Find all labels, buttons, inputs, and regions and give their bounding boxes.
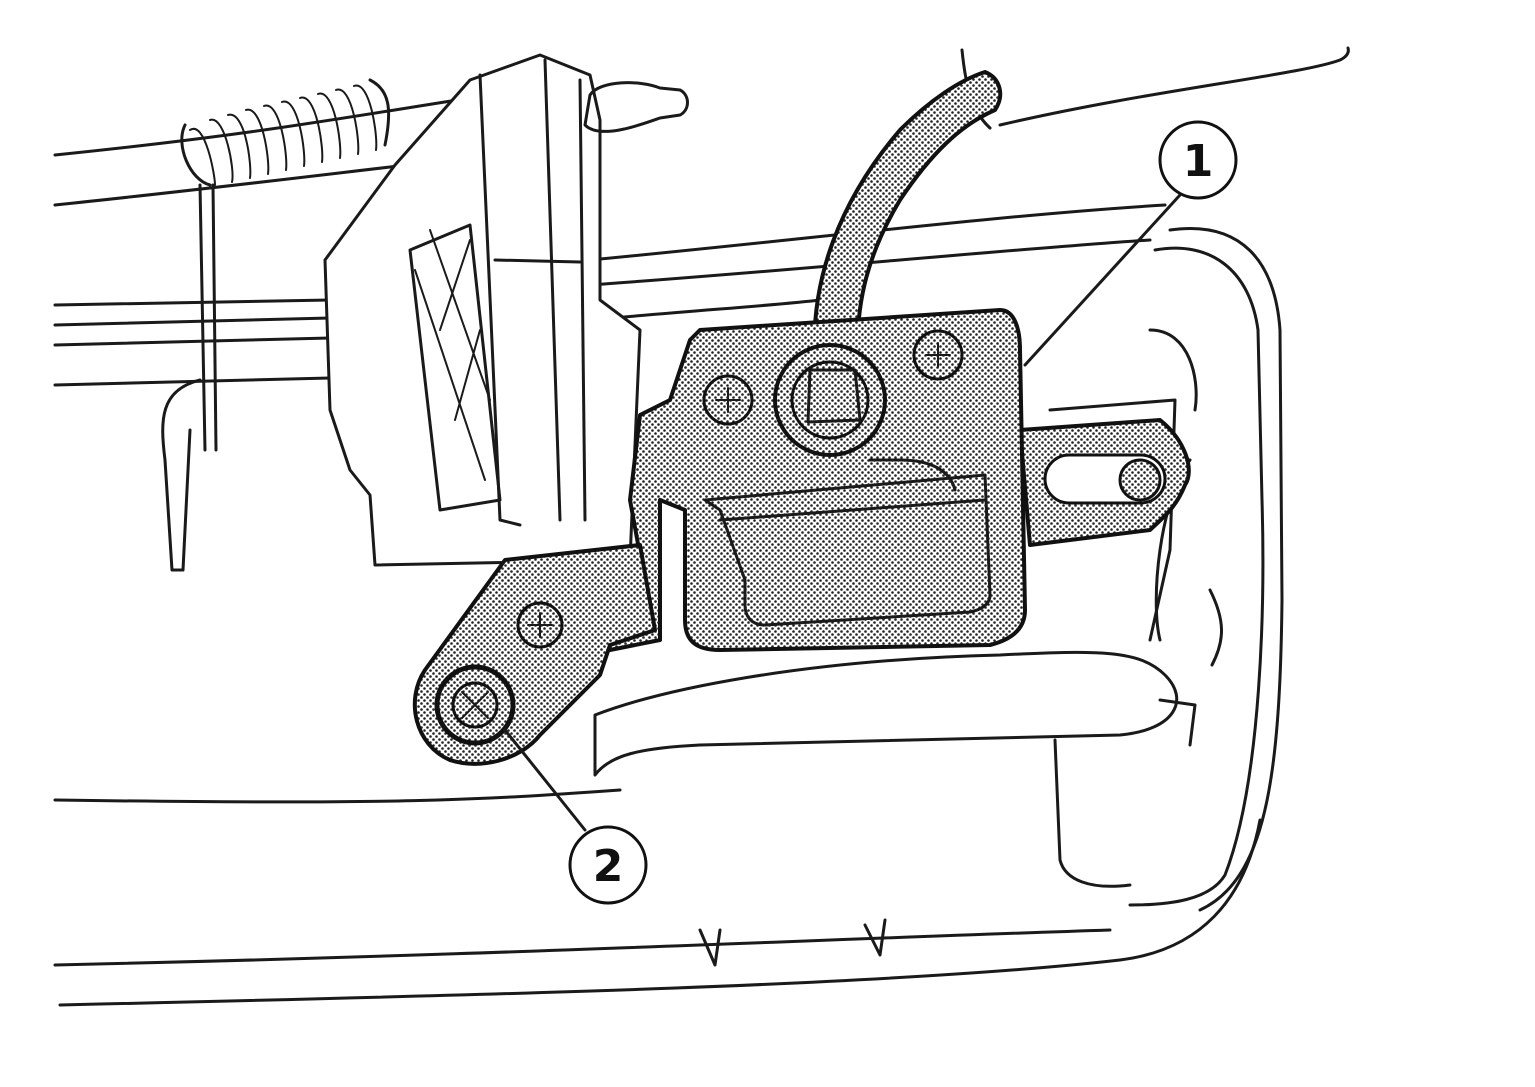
frame-lines xyxy=(53,46,1350,1007)
handle-frame xyxy=(593,227,1284,912)
callout-1-leader xyxy=(1023,193,1182,367)
latch-bracket xyxy=(323,53,689,567)
callout-2-leader xyxy=(503,728,587,832)
callout-2: 2 xyxy=(503,728,648,905)
callout-2-circle xyxy=(568,825,648,905)
callout-1: 1 xyxy=(1023,120,1238,367)
callout-1-circle xyxy=(1158,120,1238,200)
coil-spring xyxy=(180,78,391,187)
actuator-part-1 xyxy=(598,70,1191,652)
fastener-part-2 xyxy=(412,543,657,766)
hooks xyxy=(161,183,887,967)
callout-1-label: 1 xyxy=(1183,136,1214,187)
callout-2-label: 2 xyxy=(593,841,624,892)
rails xyxy=(53,203,1167,387)
